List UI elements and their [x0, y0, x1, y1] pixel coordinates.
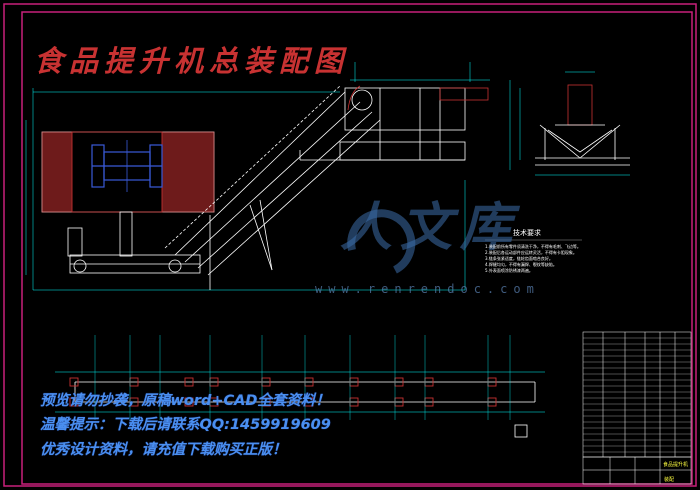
main-elevation-view [25, 62, 490, 291]
drawing-title: 食品提升机总装配图 [34, 44, 350, 78]
tech-note-3: 3.链条张紧适度，链轮齿面啮合良好。 [485, 256, 553, 261]
promo-line-1: 预览请勿抄袭，原稿word+CAD全套资料！ [40, 393, 330, 409]
promo-line-3: 优秀设计资料，请充值下载购买正版！ [40, 442, 287, 458]
watermark-text: 人文库 [340, 197, 521, 258]
watermark-logo [347, 209, 416, 274]
watermark-url: www.renrendoc.com [315, 282, 540, 296]
title-block-name: 食品提升机 [663, 462, 689, 468]
side-view [509, 71, 630, 176]
tech-note-2: 2.装配后各运动部件应运转灵活，不得有卡阻现象。 [485, 250, 577, 255]
tech-note-5: 5.外表面喷涂防锈漆两遍。 [485, 268, 533, 273]
promo-line-2: 温馨提示：下载后请联系QQ:1459919609 [40, 417, 331, 433]
plan-view [55, 335, 545, 438]
tech-note-1: 1.装配前所有零件须清洗干净，不得有毛刺、飞边等。 [485, 244, 581, 249]
sheet-inner-border [21, 11, 693, 485]
tech-notes-title: 技术要求 [513, 229, 541, 237]
tech-note-4: 4.焊缝均匀，不得有漏焊、裂纹等缺陷。 [485, 262, 557, 267]
sheet-outer-border [3, 3, 697, 487]
parts-list-table [582, 331, 692, 485]
title-block-code: 装配 [664, 477, 675, 483]
